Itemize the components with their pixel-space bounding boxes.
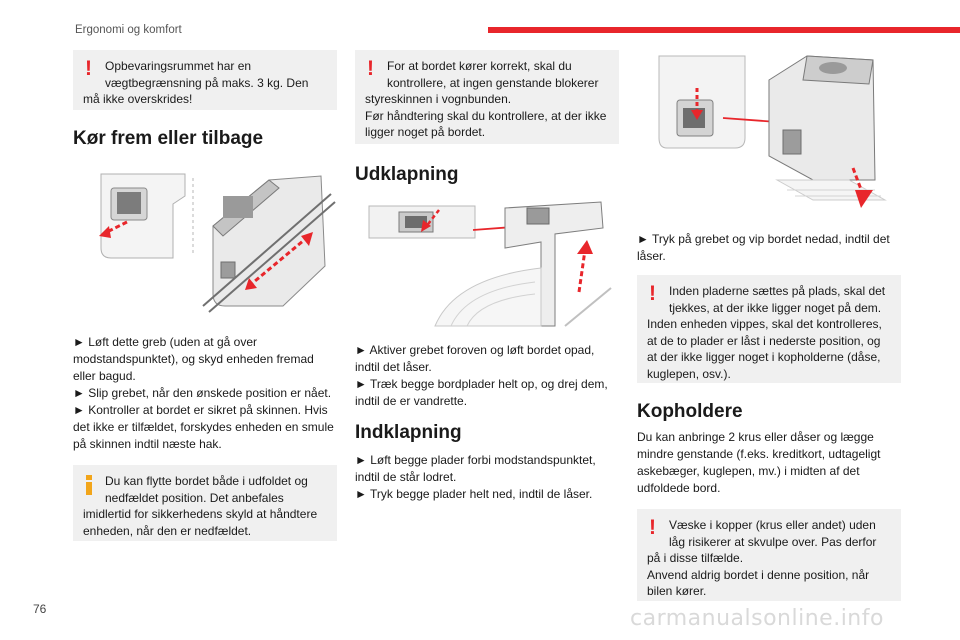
instruction-line: på skinnen indtil næste hak. (73, 437, 222, 451)
warning-text: på i disse tilfælde. (647, 551, 744, 565)
figure-slide-table (73, 166, 337, 314)
instruction-line: det ikke er tilfældet, forskydes enheden… (73, 420, 334, 434)
warning-text: Inden enheden vippes, skal det kontrolle… (647, 317, 882, 331)
instruction-line: indtil de står lodret. (355, 470, 457, 484)
running-header: Ergonomi og komfort (75, 24, 182, 36)
column-3: ► Tryk på grebet og vip bordet nedad, in… (637, 50, 901, 601)
warning-text: kuglepen, osv.). (647, 366, 731, 381)
warning-text: styreskinnen i vognbunden. (365, 92, 512, 106)
body-line: Du kan anbringe 2 krus eller dåser og læ… (637, 430, 874, 444)
warning-text: ligger noget på bordet. (365, 125, 486, 139)
instruction-line: ► Aktiver grebet foroven og løft bordet … (355, 343, 595, 357)
info-text: imidlertid for sikkerhedens skyld at hån… (83, 507, 318, 521)
section-heading-cupholders: Kopholdere (637, 401, 743, 422)
warning-text: at de to plader er låst i nederste posit… (647, 333, 881, 348)
figure-tilt (637, 50, 901, 225)
warning-icon: ! (367, 57, 374, 80)
header-accent-bar (488, 27, 960, 33)
warning-text: For at bordet kører korrekt, skal du (387, 59, 572, 73)
warning-box-rail: ! For at bordet kører korrekt, skal du k… (355, 50, 619, 144)
warning-box-tilt: ! Inden pladerne sættes på plads, skal d… (637, 275, 901, 383)
section-heading-unfold: Udklapning (355, 164, 459, 185)
warning-icon: ! (649, 516, 656, 539)
instruction-line: låser. (637, 249, 666, 263)
instruction-line: ► Løft begge plader forbi modstandspunkt… (355, 453, 596, 467)
instruction-line: ► Træk begge bordplader helt op, og drej… (355, 377, 608, 391)
warning-text: Væske i kopper (krus eller andet) uden (669, 518, 876, 532)
warning-text: at der ikke ligger noget i kopholderne (… (647, 350, 881, 364)
instruction-line: indtil det låser. (355, 360, 432, 374)
page-number: 76 (33, 602, 47, 616)
column-2: ! For at bordet kører korrekt, skal du k… (355, 50, 619, 503)
instruction-line: modstandspunktet), og skyd enheden frema… (73, 352, 314, 366)
slide-table-illustration (99, 173, 336, 313)
instruction-line: ► Løft dette greb (uden at gå over (73, 335, 257, 349)
body-line: udfoldede bord. (637, 481, 721, 495)
warning-text: vægtbegrænsning på maks. 3 kg. Den (105, 75, 309, 90)
warning-text: bilen kører. (647, 584, 707, 598)
warning-text: tjekkes, at der ikke ligger noget på dem… (669, 300, 882, 315)
instruction-line: ► Kontroller at bordet er sikret på skin… (73, 403, 328, 417)
watermark: carmanualsonline.info (630, 606, 884, 631)
figure-unfold (355, 198, 619, 328)
unfold-illustration (368, 201, 612, 327)
warning-text: låg risikerer at skvulpe over. Pas derfo… (669, 534, 877, 549)
info-box-move: Du kan flytte bordet både i udfoldet og … (73, 465, 337, 541)
warning-box-liquid: ! Væske i kopper (krus eller andet) uden… (637, 509, 901, 601)
warning-text: kontrollere, at ingen genstande blokerer (387, 75, 599, 90)
body-line: askebæger, kuglepen, mv.) i midten af de… (637, 464, 860, 478)
warning-text: Inden pladerne sættes på plads, skal det (669, 284, 886, 298)
info-text: nedfældet position. Det anbefales (105, 490, 284, 505)
warning-text: må ikke overskrides! (83, 92, 193, 106)
warning-text: Opbevaringsrummet har en (105, 59, 252, 73)
section-heading-slide: Kør frem eller tilbage (73, 128, 264, 149)
instruction-line: ► Tryk på grebet og vip bordet nedad, in… (637, 232, 890, 246)
info-text: enheden, når den er nedfældet. (83, 523, 252, 538)
warning-icon: ! (85, 57, 92, 80)
body-line: mindre genstande (f.eks. kreditkort, udt… (637, 447, 881, 461)
section-heading-fold: Indklapning (355, 422, 462, 443)
warning-box-weight: ! Opbevaringsrummet har en vægtbegrænsni… (73, 50, 337, 110)
tilt-table-illustration (658, 55, 887, 208)
column-1: ! Opbevaringsrummet har en vægtbegrænsni… (73, 50, 337, 541)
warning-text: Før håndtering skal du kontrollere, at d… (365, 108, 607, 123)
instruction-line: indtil de er vandrette. (355, 394, 468, 408)
info-text: Du kan flytte bordet både i udfoldet og (105, 474, 308, 488)
warning-text: Anvend aldrig bordet i denne position, n… (647, 567, 870, 582)
instruction-line: eller bagud. (73, 369, 136, 383)
warning-icon: ! (649, 282, 656, 305)
info-icon (86, 475, 92, 495)
instruction-line: ► Slip grebet, når den ønskede position … (73, 386, 332, 400)
instruction-line: ► Tryk begge plader helt ned, indtil de … (355, 487, 593, 501)
